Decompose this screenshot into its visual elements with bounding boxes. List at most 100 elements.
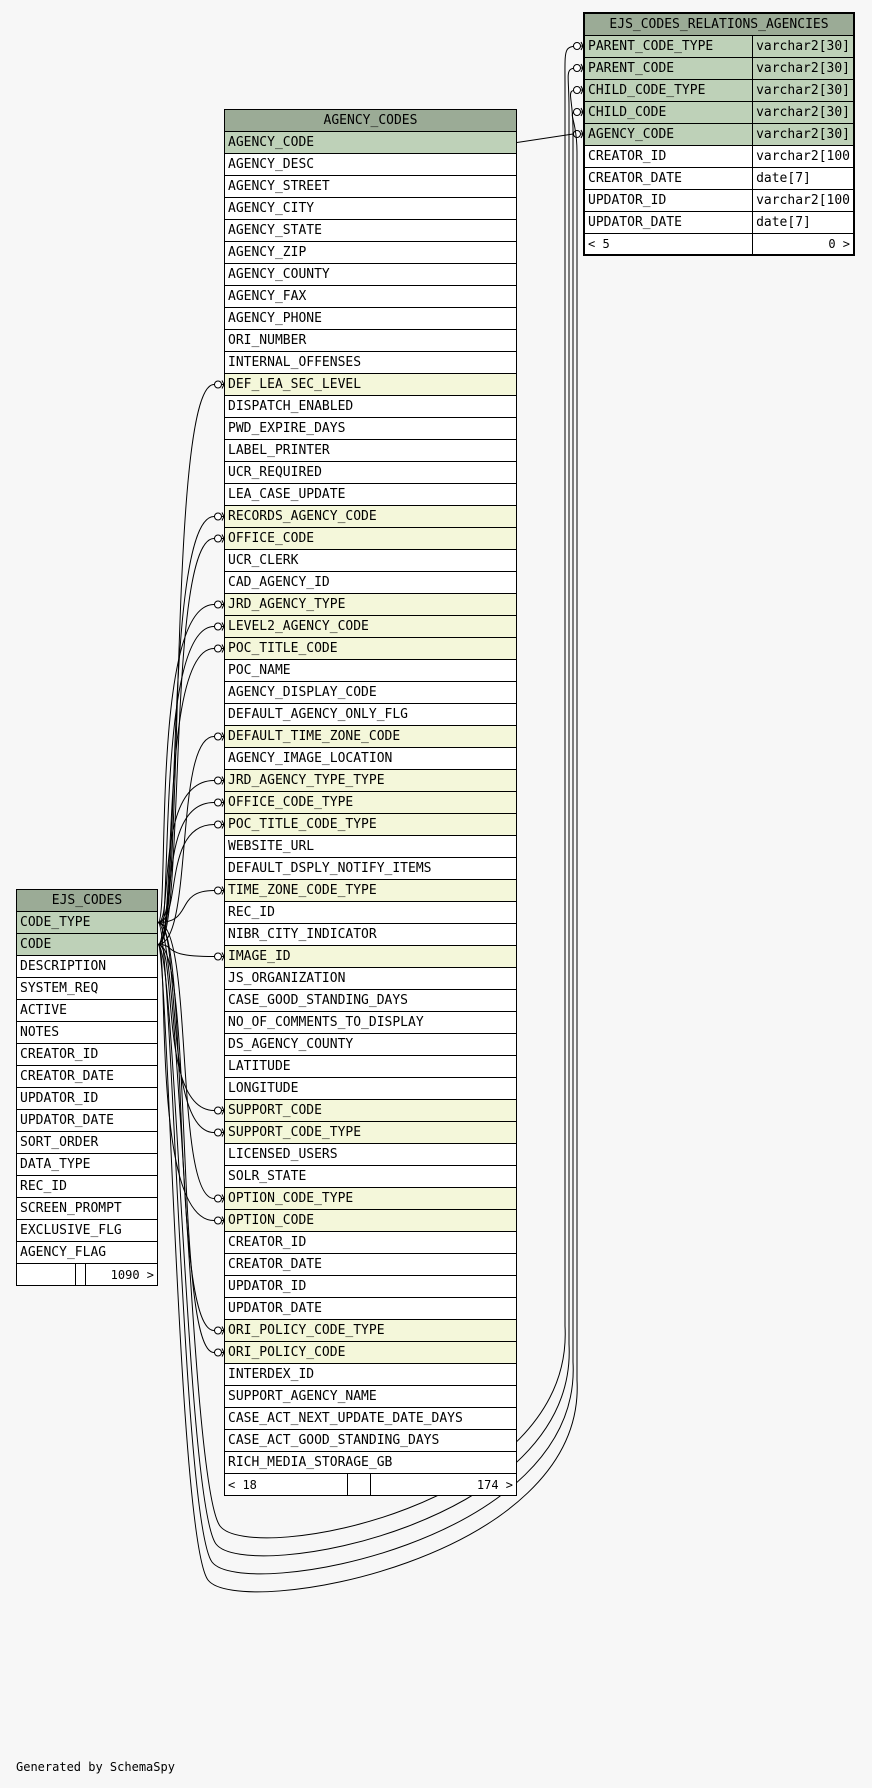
column-cell: POC_TITLE_CODE_TYPE [224, 813, 517, 836]
table-footer: 1090 > [15, 1263, 158, 1286]
table-row: AGENCY_CODE [224, 131, 517, 154]
column-cell: AGENCY_ZIP [224, 241, 517, 264]
table-row: POC_TITLE_CODE [224, 637, 517, 660]
footer-right: 1090 > [85, 1263, 158, 1286]
column-type-cell: varchar2[30] [752, 78, 855, 102]
fk-link [157, 538, 224, 945]
table-row: RECORDS_AGENCY_CODE [224, 505, 517, 528]
column-cell: LONGITUDE [224, 1077, 517, 1100]
column-cell: PARENT_CODE [583, 56, 754, 80]
table-header: AGENCY_CODES [224, 109, 517, 132]
column-cell: SCREEN_PROMPT [16, 1197, 158, 1220]
column-cell: UCR_CLERK [224, 549, 517, 572]
fk-link [157, 780, 224, 923]
fk-link [157, 922, 224, 1133]
footer-middle [75, 1263, 87, 1286]
column-cell: UPDATOR_ID [16, 1087, 158, 1110]
fk-link [516, 133, 583, 143]
table-title: EJS_CODES [16, 889, 158, 912]
column-cell: AGENCY_STREET [224, 175, 517, 198]
table-row: SUPPORT_CODE [224, 1099, 517, 1122]
column-cell: INTERNAL_OFFENSES [224, 351, 517, 374]
column-cell: CAD_AGENCY_ID [224, 571, 517, 594]
column-type-cell: varchar2[100 [752, 188, 855, 212]
table-row: REC_ID [16, 1175, 158, 1198]
fk-link [157, 626, 224, 945]
link-end-circle [214, 380, 222, 389]
table-row: EXCLUSIVE_FLG [16, 1219, 158, 1242]
table-row: CASE_ACT_GOOD_STANDING_DAYS [224, 1429, 517, 1452]
link-end-circle [573, 42, 581, 50]
column-cell: SOLR_STATE [224, 1165, 517, 1188]
column-cell: REC_ID [224, 901, 517, 924]
footer-right: 0 > [752, 232, 855, 256]
link-end-circle [573, 108, 581, 116]
column-cell: WEBSITE_URL [224, 835, 517, 858]
column-cell: SORT_ORDER [16, 1131, 158, 1154]
link-end-circle [214, 732, 222, 741]
link-end-circle [214, 644, 222, 653]
table-row: SYSTEM_REQ [16, 977, 158, 1000]
column-cell: UCR_REQUIRED [224, 461, 517, 484]
column-cell: NOTES [16, 1021, 158, 1044]
link-end-circle [214, 1326, 222, 1335]
link-end-circle [214, 1216, 222, 1225]
table-row: OFFICE_CODE [224, 527, 517, 550]
table-row: SUPPORT_CODE_TYPE [224, 1121, 517, 1144]
column-cell: JS_ORGANIZATION [224, 967, 517, 990]
column-cell: EXCLUSIVE_FLG [16, 1219, 158, 1242]
column-cell: AGENCY_DESC [224, 153, 517, 176]
table-row: IMAGE_ID [224, 945, 517, 968]
column-cell: UPDATOR_ID [224, 1275, 517, 1298]
table-row: AGENCY_FAX [224, 285, 517, 308]
table-header: EJS_CODES [16, 889, 158, 912]
footer-left [15, 1263, 77, 1286]
column-cell: NO_OF_COMMENTS_TO_DISPLAY [224, 1011, 517, 1034]
table-row: AGENCY_DISPLAY_CODE [224, 681, 517, 704]
link-end-circle [214, 886, 222, 895]
fk-link [157, 648, 224, 945]
column-cell: INTERDEX_ID [224, 1363, 517, 1386]
column-cell: CREATOR_ID [583, 144, 754, 168]
column-cell: CREATOR_ID [224, 1231, 517, 1254]
table-title: EJS_CODES_RELATIONS_AGENCIES [583, 12, 855, 36]
table-row: CODE [16, 933, 158, 956]
link-end-circle [214, 798, 222, 807]
column-cell: AGENCY_STATE [224, 219, 517, 242]
column-cell: DATA_TYPE [16, 1153, 158, 1176]
fk-link [157, 922, 224, 1199]
link-end-circle [214, 1106, 222, 1115]
link-end-circle [214, 1194, 222, 1203]
column-type-cell: varchar2[30] [752, 34, 855, 58]
link-end-circle [214, 600, 222, 609]
fk-link [157, 736, 224, 945]
table-row: SOLR_STATE [224, 1165, 517, 1188]
table-row: UCR_CLERK [224, 549, 517, 572]
column-cell: CASE_GOOD_STANDING_DAYS [224, 989, 517, 1012]
table-row: ACTIVE [16, 999, 158, 1022]
column-cell: CASE_ACT_GOOD_STANDING_DAYS [224, 1429, 517, 1452]
table-row: CREATOR_ID [16, 1043, 158, 1066]
table-row: CASE_ACT_NEXT_UPDATE_DATE_DAYS [224, 1407, 517, 1430]
table-title: AGENCY_CODES [224, 109, 517, 132]
table-row: SORT_ORDER [16, 1131, 158, 1154]
column-cell: JRD_AGENCY_TYPE_TYPE [224, 769, 517, 792]
column-cell: PWD_EXPIRE_DAYS [224, 417, 517, 440]
table-row: AGENCY_ZIP [224, 241, 517, 264]
table-row: DISPATCH_ENABLED [224, 395, 517, 418]
link-end-circle [214, 512, 222, 521]
fk-link [157, 604, 224, 923]
column-cell: PARENT_CODE_TYPE [583, 34, 754, 58]
column-cell: DS_AGENCY_COUNTY [224, 1033, 517, 1056]
table-row: CREATOR_DATE [224, 1253, 517, 1276]
column-cell: OPTION_CODE [224, 1209, 517, 1232]
table-row: OPTION_CODE [224, 1209, 517, 1232]
table-row: CREATOR_ID [224, 1231, 517, 1254]
link-end-circle [573, 130, 581, 138]
table-row: DEFAULT_DSPLY_NOTIFY_ITEMS [224, 857, 517, 880]
